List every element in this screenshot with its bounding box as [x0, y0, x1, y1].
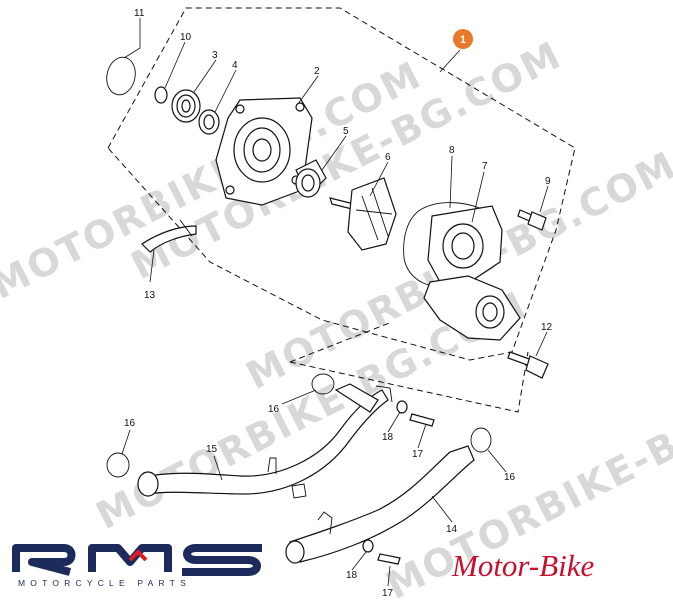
callout-7: 7 [482, 161, 488, 172]
part-18-washers [362, 400, 408, 553]
callout-16: 16 [124, 418, 136, 429]
callout-6: 6 [385, 152, 391, 163]
callout-12: 12 [541, 322, 553, 333]
rms-logo [12, 544, 262, 576]
callout-18: 18 [382, 432, 394, 443]
callout-16: 16 [268, 404, 280, 415]
part-14-coolant-hose [285, 445, 475, 564]
part-15-coolant-pipe [137, 383, 393, 499]
callout-5: 5 [343, 126, 349, 137]
part-7-pump-cover [423, 205, 521, 341]
callout-18: 18 [346, 570, 358, 581]
callout-10: 10 [180, 32, 192, 43]
logo-tagline: MOTORCYCLE PARTS [18, 578, 191, 588]
callout-2: 2 [314, 66, 320, 77]
part-10-circlip [154, 86, 168, 104]
part-5-mechanical-seal [295, 159, 327, 198]
leader-lines [121, 18, 549, 587]
part-13-bracket [141, 219, 197, 253]
callout-17: 17 [382, 588, 394, 599]
callout-4: 4 [232, 60, 238, 71]
callout-11: 11 [134, 8, 145, 19]
badge-leader [439, 49, 461, 73]
watermark-text: MOTORBIKE-BG.COM [0, 52, 429, 308]
callout-13: 13 [144, 290, 156, 301]
part-2-pump-housing [215, 97, 313, 206]
brand-text: Motor-Bike [452, 548, 595, 583]
part-11-o-ring [106, 56, 136, 96]
part-9-bolt [517, 209, 547, 231]
watermark-layer: MOTORBIKE-BG.COM MOTORBIKE-BG.COM MOTORB… [0, 32, 673, 600]
callout-8: 8 [449, 145, 455, 156]
part-6-impeller [329, 177, 397, 251]
hose-group-outline [289, 321, 529, 413]
part-16-o-rings [106, 373, 492, 478]
assembly-badge-number: 1 [460, 34, 466, 46]
callout-14: 14 [446, 524, 458, 535]
assembly-badge: 1 [453, 29, 473, 49]
callout-3: 3 [212, 50, 218, 61]
part-3-bearing [171, 89, 201, 123]
callout-9: 9 [545, 176, 551, 187]
part-17-bolts [377, 413, 435, 565]
callout-17: 17 [412, 449, 424, 460]
callout-15: 15 [206, 444, 218, 455]
callout-labels: 2 3 4 5 6 7 8 9 10 11 12 13 14 15 16 16 … [124, 8, 553, 599]
callout-16: 16 [504, 472, 516, 483]
assembly-outline [107, 7, 576, 361]
part-4-seal [198, 109, 220, 135]
part-12-bolt [507, 351, 549, 379]
